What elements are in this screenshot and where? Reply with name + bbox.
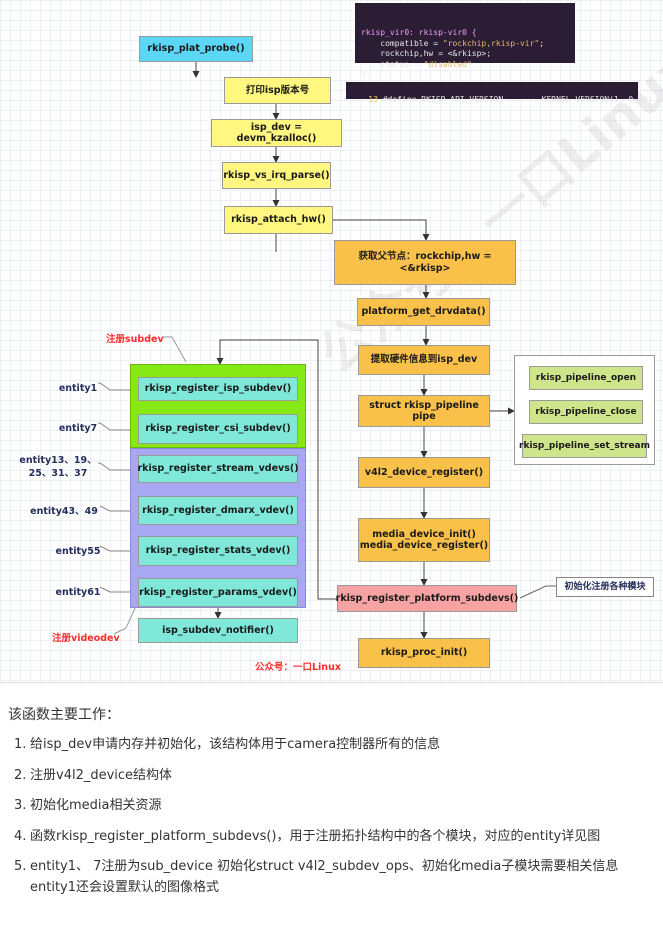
code-line: status = "disabled"; xyxy=(361,59,477,69)
register-stream-vdevs-node: rkisp_register_stream_vdevs() xyxy=(137,455,299,483)
copy-hw-info-node: 提取硬件信息到isp_dev xyxy=(358,345,490,375)
register-isp-subdev-node: rkisp_register_isp_subdev() xyxy=(138,377,298,401)
connector-lines xyxy=(98,62,556,639)
media-init-node: media_device_init() media_device_registe… xyxy=(358,518,490,562)
v4l2-register-node: v4l2_device_register() xyxy=(358,457,490,488)
code-line: }; xyxy=(361,70,371,79)
register-params-vdev-node: rkisp_register_params_vdev() xyxy=(138,578,298,607)
define-text: #define RKISP_API_VERSION KERNEL_VERSION… xyxy=(382,95,653,104)
attach-hw-node: rkisp_attach_hw() xyxy=(224,206,333,234)
dts-code-block: rkisp_vir0: rkisp-vir0 { compatible = "r… xyxy=(355,3,575,79)
line-number: 13 xyxy=(368,95,378,104)
code-line: compatible = "rockchip,rkisp-vir"; xyxy=(361,38,545,48)
code-line: rockchip,hw = <&rkisp>; xyxy=(361,49,492,58)
register-dmarx-vdev-node: rkisp_register_dmarx_vdev() xyxy=(138,496,298,525)
entity-label-55: entity55 xyxy=(55,545,101,557)
entity-label-7: entity7 xyxy=(58,422,98,434)
register-stats-vdev-node: rkisp_register_stats_vdev() xyxy=(138,536,298,566)
init-register-modules-label: 初始化注册各种模块 xyxy=(556,577,654,597)
register-subdev-label: 注册subdev xyxy=(106,334,164,345)
get-drvdata-node: platform_get_drvdata() xyxy=(357,298,490,326)
work-item: 4.函数rkisp_register_platform_subdevs()，用于… xyxy=(14,828,601,844)
flow-diagram: 公众号：一口Linux xyxy=(0,0,663,683)
work-item: 3.初始化media相关资源 xyxy=(14,798,162,813)
code-line: rkisp_vir0: rkisp-vir0 { xyxy=(361,28,477,37)
entity-label-43: entity43、49 xyxy=(30,505,98,517)
work-item: 5.entity1、 7注册为sub_device 初始化struct v4l2… xyxy=(14,859,619,895)
get-parent-node: 获取父节点：rockchip,hw = <&rkisp> xyxy=(334,240,516,285)
register-platform-subdevs-node: rkisp_register_platform_subdevs() xyxy=(336,585,518,612)
work-list: 1.给isp_dev申请内存并初始化，该结构体用于camera控制器所有的信息 … xyxy=(0,734,656,908)
entity-label-1: entity1 xyxy=(58,382,98,394)
register-csi-subdev-node: rkisp_register_csi_subdev() xyxy=(138,414,298,444)
plat-probe-node: rkisp_plat_probe() xyxy=(139,36,253,62)
entity-label-13: entity13、19、 25、31、37 xyxy=(19,455,97,479)
define-code-line: 13 #define RKISP_API_VERSION KERNEL_VERS… xyxy=(346,82,652,104)
dts-code-lines: rkisp_vir0: rkisp-vir0 { compatible = "r… xyxy=(361,28,569,81)
work-item: 1.给isp_dev申请内存并初始化，该结构体用于camera控制器所有的信息 xyxy=(14,737,441,752)
entity-label-61: entity61 xyxy=(55,586,101,598)
print-version-node: 打印isp版本号 xyxy=(224,77,331,104)
article-intro: 该函数主要工作： xyxy=(8,707,120,723)
isp-subdev-notifier-node: isp_subdev_notifier() xyxy=(138,618,298,643)
devm-kzalloc-node: isp_dev = devm_kzalloc() xyxy=(211,119,342,147)
proc-init-node: rkisp_proc_init() xyxy=(358,638,490,668)
wechat-footer-label: 公众号：一口Linux xyxy=(255,662,341,673)
work-item: 2.注册v4l2_device结构体 xyxy=(14,767,173,783)
pipeline-pipe-node: struct rkisp_pipeline pipe xyxy=(358,395,490,427)
pipeline-set-stream-node: rkisp_pipeline_set_stream xyxy=(519,434,650,458)
pipeline-close-node: rkisp_pipeline_close xyxy=(529,400,643,424)
vs-irq-parse-node: rkisp_vs_irq_parse() xyxy=(222,162,331,189)
pipeline-open-node: rkisp_pipeline_open xyxy=(529,366,643,390)
register-videodev-label: 注册videodev xyxy=(52,633,120,644)
